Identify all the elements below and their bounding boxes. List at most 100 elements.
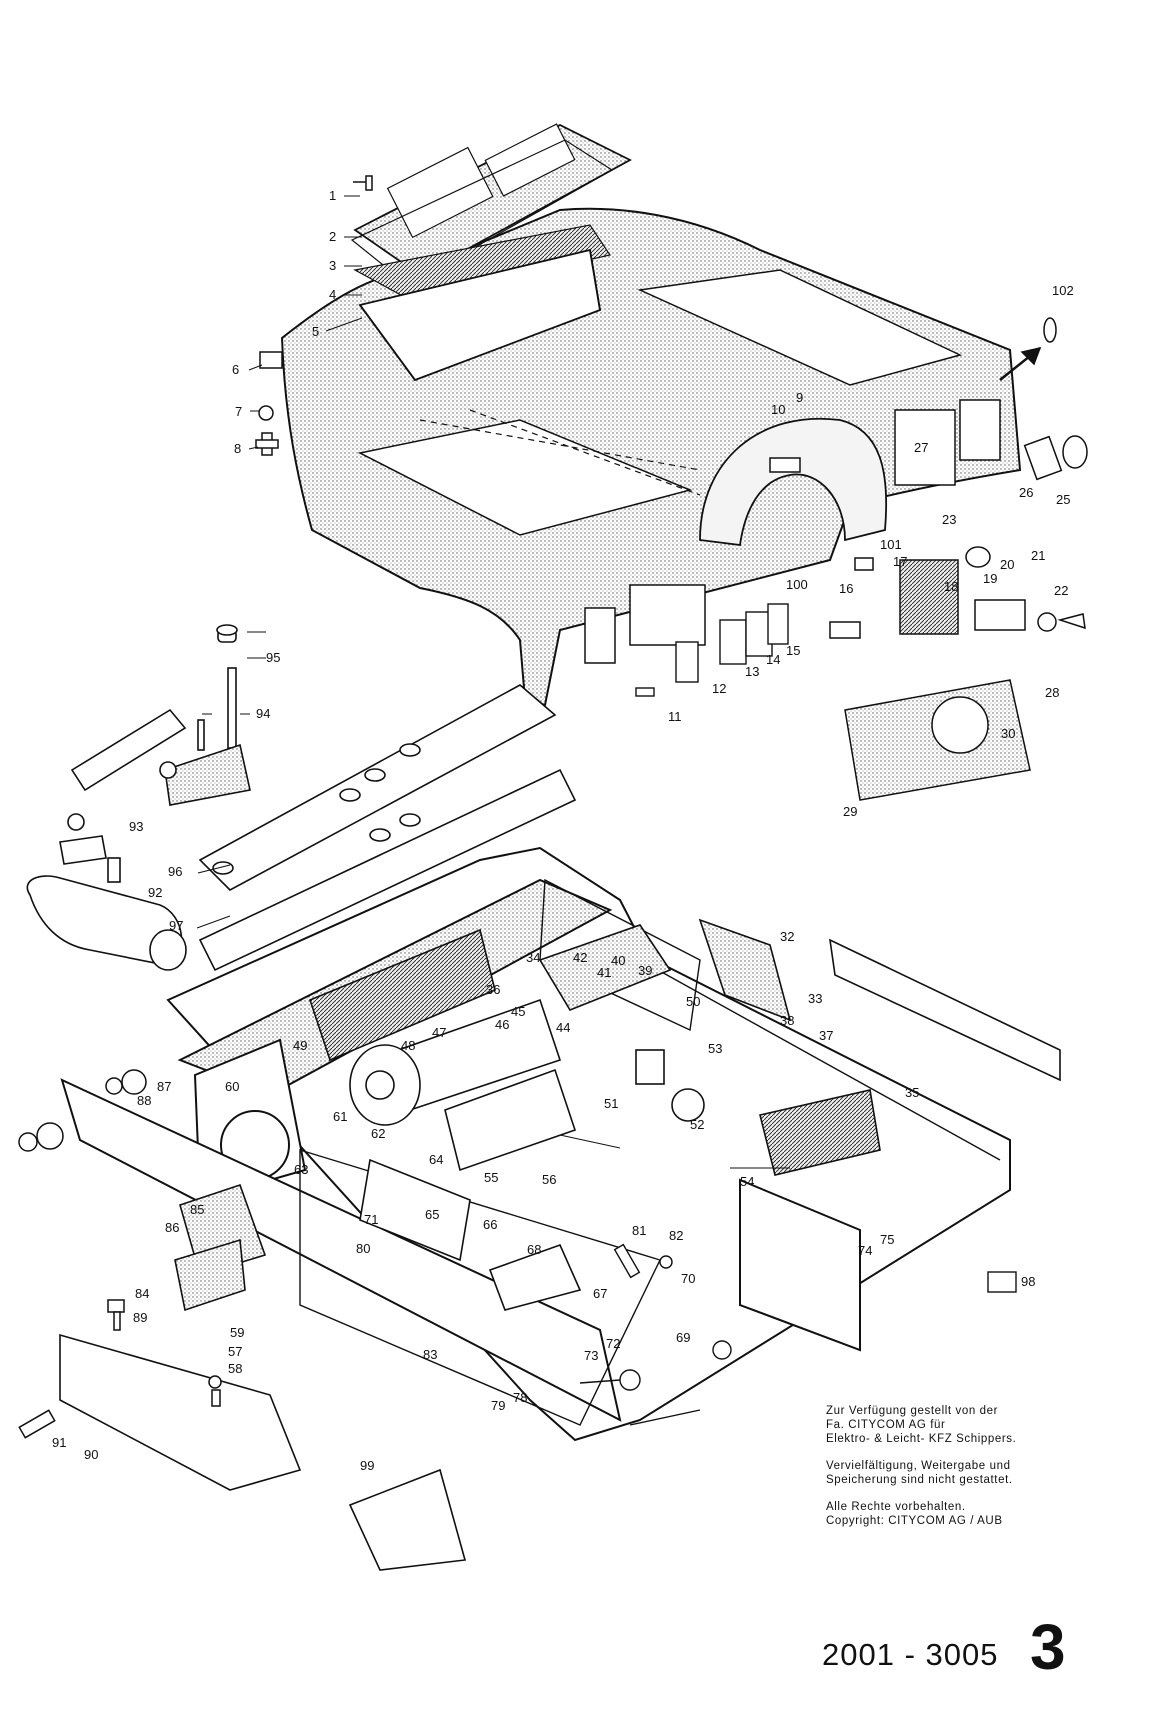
callout-84: 84: [135, 1286, 149, 1301]
callout-97: 97: [169, 918, 183, 933]
callout-22: 22: [1054, 583, 1068, 598]
callout-40: 40: [611, 953, 625, 968]
callout-59: 59: [230, 1325, 244, 1340]
rocker-switches: [635, 603, 789, 697]
callout-63: 63: [294, 1162, 308, 1177]
callout-51: 51: [604, 1096, 618, 1111]
callout-79: 79: [491, 1398, 505, 1413]
callout-89: 89: [133, 1310, 147, 1325]
callout-37: 37: [819, 1028, 833, 1043]
callout-53: 53: [708, 1041, 722, 1056]
callout-100: 100: [786, 577, 808, 592]
callout-15: 15: [786, 643, 800, 658]
callout-90: 90: [84, 1447, 98, 1462]
controller-electronics: [309, 924, 881, 1311]
callout-50: 50: [686, 994, 700, 1009]
callout-1: 1: [329, 188, 336, 203]
callout-42: 42: [573, 950, 587, 965]
callout-9: 9: [796, 390, 803, 405]
callout-5: 5: [312, 324, 319, 339]
copyright-line: Zur Verfügung gestellt von der: [826, 1405, 999, 1417]
callout-83: 83: [423, 1347, 437, 1362]
callout-62: 62: [371, 1126, 385, 1141]
copyright-line: Elektro- & Leicht- KFZ Schippers.: [826, 1433, 1017, 1445]
callout-49: 49: [293, 1038, 307, 1053]
steering-linkage: [26, 624, 251, 971]
callout-88: 88: [137, 1093, 151, 1108]
callout-60: 60: [225, 1079, 239, 1094]
callout-25: 25: [1056, 492, 1070, 507]
callout-82: 82: [669, 1228, 683, 1243]
page-number: 3: [1030, 1611, 1066, 1683]
callout-3: 3: [329, 258, 336, 273]
callout-35: 35: [905, 1085, 919, 1100]
small-parts-right: [579, 1243, 1017, 1426]
copyright-line: Vervielfältigung, Weitergabe und: [826, 1460, 1011, 1472]
callout-61: 61: [333, 1109, 347, 1124]
callout-29: 29: [843, 804, 857, 819]
copyright-notice: Zur Verfügung gestellt von der Fa. CITYC…: [826, 1404, 1146, 1528]
callout-68: 68: [527, 1242, 541, 1257]
callout-11: 11: [668, 709, 682, 724]
callout-75: 75: [880, 1232, 894, 1247]
callout-102: 102: [1052, 283, 1074, 298]
callout-74: 74: [858, 1243, 872, 1258]
callout-27: 27: [914, 440, 928, 455]
rubber-mounts: [18, 1069, 222, 1439]
leader-lines: [196, 195, 790, 1169]
callout-46: 46: [495, 1017, 509, 1032]
callout-32a: 32: [780, 929, 794, 944]
cover-plates: [198, 684, 577, 972]
switch-cluster-right: [769, 317, 1088, 801]
callout-6: 6: [232, 362, 239, 377]
callout-94: 94: [256, 706, 270, 721]
instrument-panel-assembly: [350, 123, 632, 382]
callout-65: 65: [425, 1207, 439, 1222]
callout-86: 86: [165, 1220, 179, 1235]
callout-8: 8: [234, 441, 241, 456]
callout-93: 93: [129, 819, 143, 834]
callout-55: 55: [484, 1170, 498, 1185]
callout-20: 20: [1000, 557, 1014, 572]
callout-81: 81: [632, 1223, 646, 1238]
callout-44: 44: [556, 1020, 570, 1035]
callout-96: 96: [168, 864, 182, 879]
fasteners-group-top: [255, 175, 373, 456]
copyright-line: Fa. CITYCOM AG für: [826, 1419, 946, 1431]
callout-17: 17: [893, 554, 907, 569]
callout-38: 38: [780, 1013, 794, 1028]
callout-28: 28: [1045, 685, 1059, 700]
callout-71: 71: [364, 1212, 378, 1227]
callout-48: 48: [401, 1038, 415, 1053]
callout-45: 45: [511, 1004, 525, 1019]
callout-23: 23: [942, 512, 956, 527]
callout-92: 92: [148, 885, 162, 900]
callout-30: 30: [1001, 726, 1015, 741]
callout-13: 13: [745, 664, 759, 679]
callout-labels: 1 2 3 4 5 6 7 8 9 10 11 12 13 14 15 16 1…: [52, 188, 1074, 1473]
copyright-line: Alle Rechte vorbehalten.: [826, 1501, 966, 1513]
callout-78: 78: [513, 1390, 527, 1405]
callout-39: 39: [638, 963, 652, 978]
callout-58: 58: [228, 1361, 242, 1376]
callout-36: 36: [486, 982, 500, 997]
callout-7: 7: [235, 404, 242, 419]
callout-101: 101: [880, 537, 902, 552]
callout-72: 72: [606, 1336, 620, 1351]
callout-16: 16: [839, 581, 853, 596]
callout-33: 33: [808, 991, 822, 1006]
copyright-line: Copyright: CITYCOM AG / AUB: [826, 1515, 1003, 1527]
callout-21: 21: [1031, 548, 1045, 563]
callout-4: 4: [329, 287, 336, 302]
callout-98: 98: [1021, 1274, 1035, 1289]
callout-70: 70: [681, 1271, 695, 1286]
callout-47: 47: [432, 1025, 446, 1040]
callout-2: 2: [329, 229, 336, 244]
callout-64: 64: [429, 1152, 443, 1167]
document-number: 2001 - 3005: [822, 1637, 999, 1672]
callout-87: 87: [157, 1079, 171, 1094]
callout-14: 14: [766, 652, 780, 667]
callout-73: 73: [584, 1348, 598, 1363]
callout-67: 67: [593, 1286, 607, 1301]
